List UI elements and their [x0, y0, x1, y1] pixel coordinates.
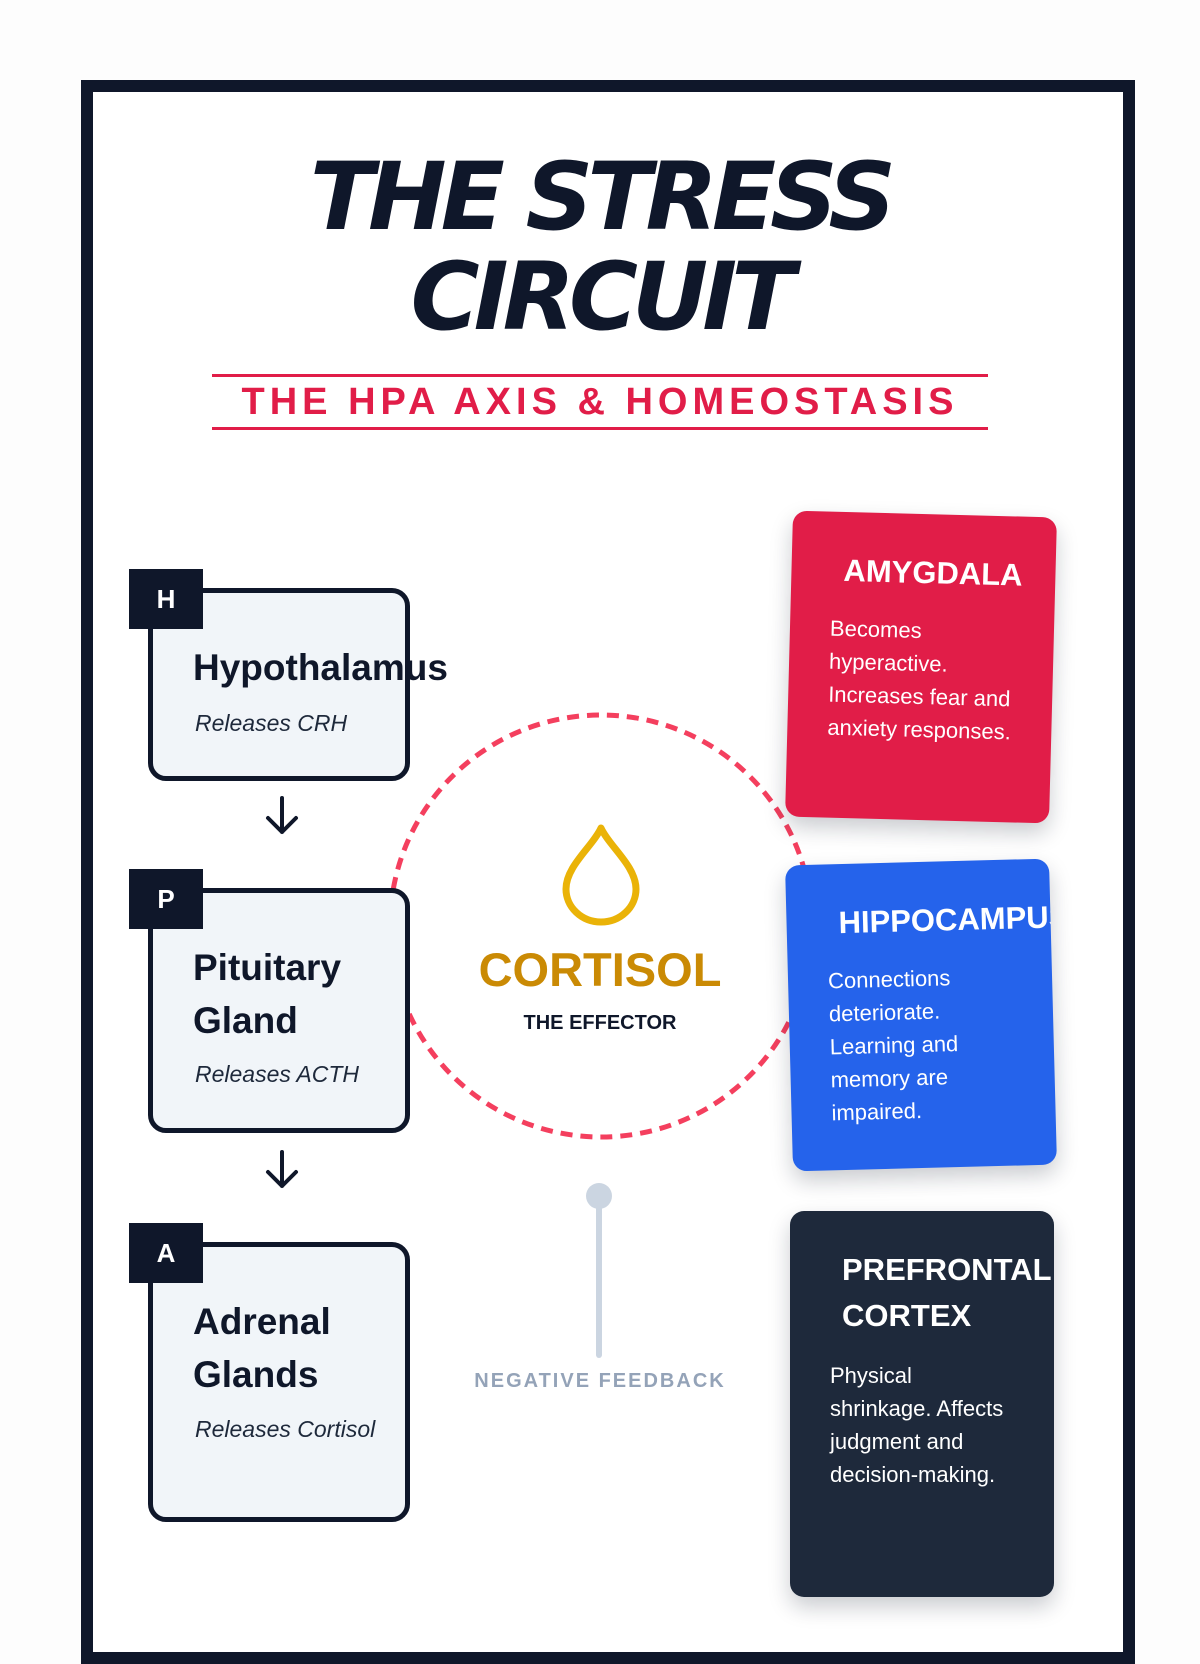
card-text: Becomes hyperactive. Increases fear and …: [827, 615, 1012, 745]
arrow-down-icon: [266, 796, 298, 834]
title-line-1: THE STRESS: [309, 143, 896, 252]
effector-subtitle: THE EFFECTOR: [523, 1012, 677, 1034]
subtitle-banner: THE HPA AXIS & HOMEOSTASIS: [212, 374, 988, 430]
node-pituitary: P Pituitary Gland Releases ACTH: [129, 869, 410, 1133]
card-title: AMYGDALA: [843, 552, 1024, 593]
feedback-knob: [586, 1183, 612, 1209]
drop-icon: [562, 824, 640, 926]
node-badge: H: [129, 569, 203, 629]
card-text: Physical shrinkage. Affects judgment and…: [830, 1363, 1004, 1487]
card-title: HIPPOCAMPUS: [838, 899, 1057, 941]
arrow-down-icon: [266, 1150, 298, 1188]
card-amygdala: AMYGDALA Becomes hyperactive. Increases …: [785, 510, 1057, 824]
feedback-label: NEGATIVE FEEDBACK: [474, 1370, 726, 1392]
card-title: PREFRONTAL CORTEX: [842, 1252, 1051, 1333]
node-description: Releases CRH: [195, 710, 348, 736]
node-description: Releases ACTH: [195, 1061, 360, 1087]
card-prefrontal-cortex: PREFRONTAL CORTEX Physical shrinkage. Af…: [790, 1211, 1054, 1597]
diagram-stage: THE STRESS CIRCUIT THE HPA AXIS & HOMEOS…: [129, 143, 1057, 1597]
node-hypothalamus: H Hypothalamus Releases CRH: [129, 569, 448, 781]
card-hippocampus: HIPPOCAMPUS Connections deteriorate. Lea…: [785, 858, 1057, 1172]
card-text: Connections deteriorate. Learning and me…: [827, 965, 959, 1126]
node-name: Pituitary Gland: [193, 947, 342, 1041]
node-description: Releases Cortisol: [195, 1416, 376, 1442]
title-line-2: CIRCUIT: [410, 243, 796, 352]
node-adrenal: A Adrenal Glands Releases Cortisol: [129, 1223, 410, 1522]
effector-name: CORTISOL: [478, 943, 722, 996]
node-badge: P: [129, 869, 203, 929]
node-name: Adrenal Glands: [193, 1301, 331, 1395]
node-name: Hypothalamus: [193, 647, 448, 688]
node-badge: A: [129, 1223, 203, 1283]
effector-dashed-circle: [387, 712, 815, 1140]
subtitle: THE HPA AXIS & HOMEOSTASIS: [241, 380, 959, 423]
